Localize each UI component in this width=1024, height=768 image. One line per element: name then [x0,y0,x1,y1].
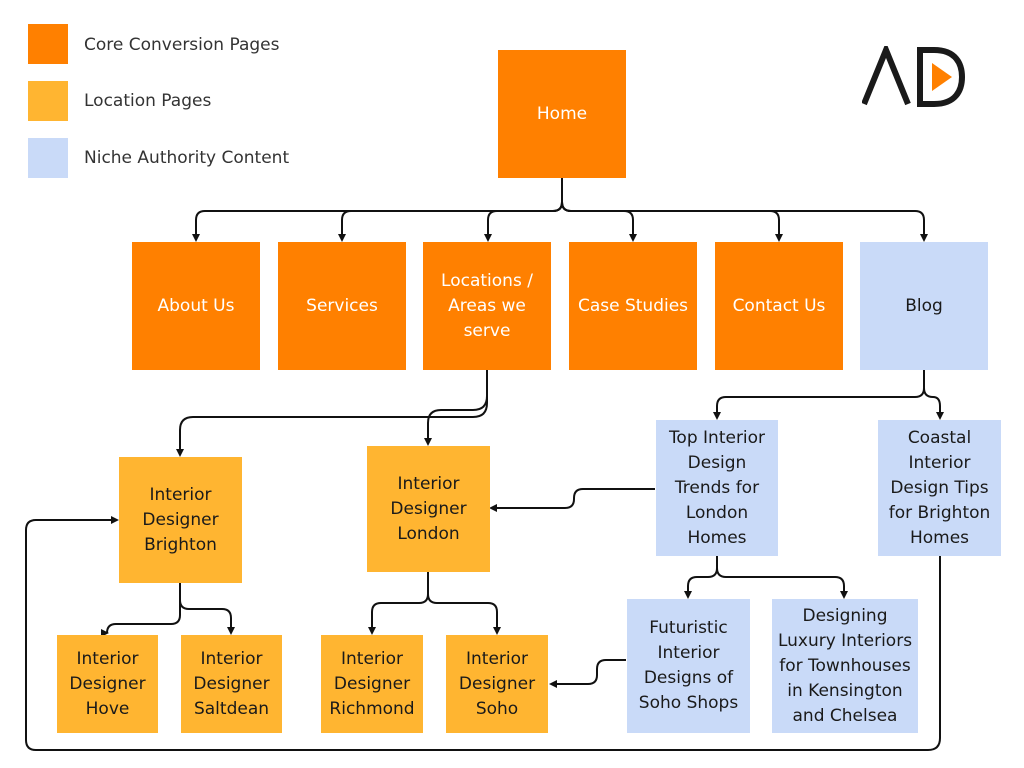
node-home: Home [498,50,626,178]
edge-home-services [338,178,563,242]
node-coastal-interior-design-tips: Coastal Interior Design Tips for Brighto… [878,420,1001,556]
node-top-interior-design-trends: Top Interior Design Trends for London Ho… [656,420,778,556]
node-soho-label: Interior Designer Soho [458,648,536,719]
node-locations-label: Locations / Areas we serve [441,270,533,341]
legend-swatch-core [28,24,68,64]
node-interior-designer-hove: Interior Designer Hove [57,635,158,733]
legend-label-niche: Niche Authority Content [84,148,290,168]
logo-letter-d [917,47,966,107]
node-coastal-label: Coastal Interior Design Tips for Brighto… [888,427,991,548]
edge-home-blog [561,178,928,242]
node-services: Services [278,242,406,370]
edge-trends-london [489,488,655,512]
node-saltdean-label: Interior Designer Saltdean [193,648,270,719]
node-blog: Blog [860,242,988,370]
node-contact-us-label: Contact Us [732,295,826,316]
logo-letter-a [862,46,911,106]
node-london-label: Interior Designer London [390,473,467,544]
node-interior-designer-london: Interior Designer London [367,446,490,572]
edge-trends-luxury [716,556,848,599]
node-brighton-label: Interior Designer Brighton [142,484,219,555]
node-case-studies-label: Case Studies [577,295,689,316]
edge-home-about [192,178,563,242]
node-about-us: About Us [132,242,260,370]
node-home-label: Home [536,103,588,124]
edge-home-locations [484,178,563,242]
ad-logo [862,46,966,107]
edge-futuristic-soho [549,659,626,688]
legend-swatch-location [28,81,68,121]
play-triangle-icon [932,63,952,91]
node-locations: Locations / Areas we serve [423,242,551,370]
edge-locations-london [424,370,488,446]
node-hove-label: Interior Designer Hove [69,648,146,719]
edge-blog-coastal [923,370,944,420]
node-contact-us: Contact Us [715,242,843,370]
node-richmond-label: Interior Designer Richmond [329,648,415,719]
edge-locations-brighton [176,370,488,457]
edge-blog-trends [713,370,925,420]
node-luxury-label: Designing Luxury Interiors for Townhouse… [777,605,913,726]
node-trends-label: Top Interior Design Trends for London Ho… [668,427,766,548]
edge-london-richmond [368,572,429,635]
node-interior-designer-saltdean: Interior Designer Saltdean [181,635,282,733]
node-interior-designer-brighton: Interior Designer Brighton [119,457,242,583]
node-interior-designer-richmond: Interior Designer Richmond [321,635,423,733]
edge-london-soho [427,572,501,635]
legend-label-core: Core Conversion Pages [84,35,280,55]
node-designing-luxury-interiors: Designing Luxury Interiors for Townhouse… [772,599,918,733]
edge-brighton-saltdean [179,583,235,635]
edge-coastal-brighton [25,516,941,751]
node-about-us-label: About Us [157,295,235,316]
node-futuristic-label: Futuristic Interior Designs of Soho Shop… [638,618,739,713]
node-blog-label: Blog [905,295,943,316]
node-futuristic-interior-designs: Futuristic Interior Designs of Soho Shop… [627,599,750,733]
legend-label-location: Location Pages [84,91,212,111]
legend-swatch-niche [28,138,68,178]
edge-home-contact [561,178,783,242]
edge-trends-futuristic [684,556,718,599]
node-case-studies: Case Studies [569,242,697,370]
edge-brighton-hove [103,583,181,635]
edge-home-case-studies [561,178,637,242]
node-interior-designer-soho: Interior Designer Soho [446,635,548,733]
node-services-label: Services [306,295,378,316]
